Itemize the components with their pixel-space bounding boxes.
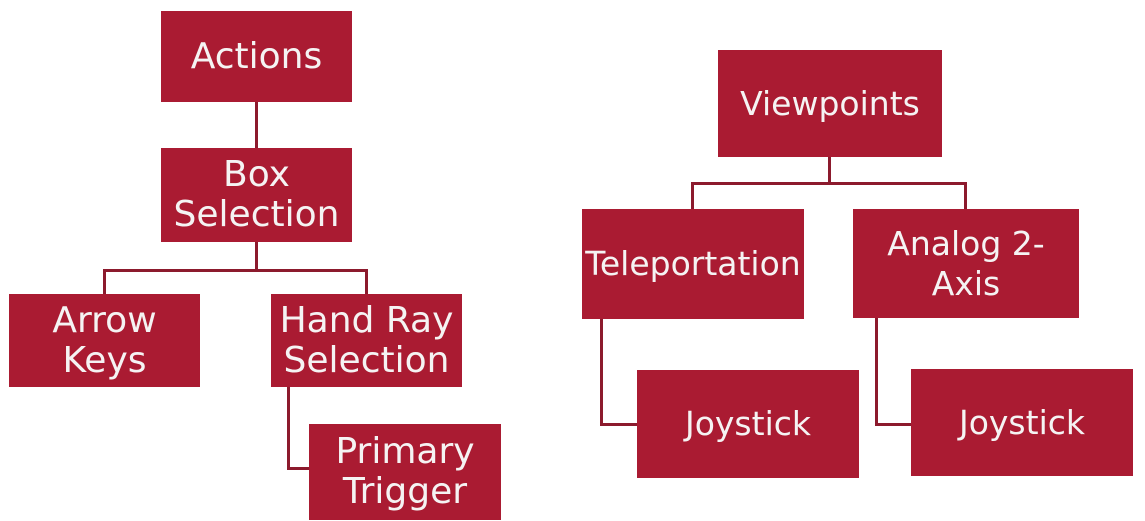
node-actions-label: Actions bbox=[190, 35, 323, 77]
connector-analog-elbow-vertical bbox=[875, 318, 878, 426]
node-box-selection: Box Selection bbox=[161, 148, 352, 242]
node-hand-ray-selection-label: Hand Ray Selection bbox=[279, 299, 454, 381]
connector-actions-to-box-selection bbox=[255, 102, 258, 148]
connector-viewpoints-stub bbox=[828, 157, 831, 185]
node-joystick-analog: Joystick bbox=[911, 369, 1133, 476]
node-primary-trigger-label: Primary Trigger bbox=[335, 431, 475, 512]
node-actions: Actions bbox=[161, 11, 352, 102]
connector-teleportation-elbow-vertical bbox=[600, 319, 603, 426]
connector-viewpoints-crossbar bbox=[691, 182, 967, 185]
node-joystick-analog-label: Joystick bbox=[958, 402, 1085, 442]
node-box-selection-label: Box Selection bbox=[173, 154, 340, 235]
connector-stub-hand-ray bbox=[365, 269, 368, 294]
node-joystick-teleportation-label: Joystick bbox=[684, 404, 811, 443]
connector-stub-arrow-keys bbox=[103, 269, 106, 294]
connector-teleportation-elbow-horizontal bbox=[600, 423, 637, 426]
connector-hand-ray-elbow-vertical bbox=[287, 387, 290, 470]
node-viewpoints: Viewpoints bbox=[718, 50, 942, 157]
connector-analog-elbow-horizontal bbox=[875, 423, 911, 426]
node-teleportation-label: Teleportation bbox=[585, 244, 801, 283]
node-primary-trigger: Primary Trigger bbox=[309, 424, 501, 520]
connector-stub-analog bbox=[964, 182, 967, 209]
connector-hand-ray-elbow-horizontal bbox=[287, 467, 309, 470]
node-joystick-teleportation: Joystick bbox=[637, 370, 859, 478]
node-arrow-keys: Arrow Keys bbox=[9, 294, 200, 387]
node-teleportation: Teleportation bbox=[582, 209, 804, 319]
node-hand-ray-selection: Hand Ray Selection bbox=[271, 294, 462, 387]
connector-stub-teleportation bbox=[691, 182, 694, 209]
connector-box-selection-stub bbox=[255, 242, 258, 272]
node-arrow-keys-label: Arrow Keys bbox=[52, 299, 157, 381]
node-analog-2-axis-label: Analog 2- Axis bbox=[887, 223, 1045, 303]
node-viewpoints-label: Viewpoints bbox=[740, 83, 920, 123]
node-analog-2-axis: Analog 2- Axis bbox=[853, 209, 1079, 318]
connector-box-selection-crossbar bbox=[103, 269, 368, 272]
